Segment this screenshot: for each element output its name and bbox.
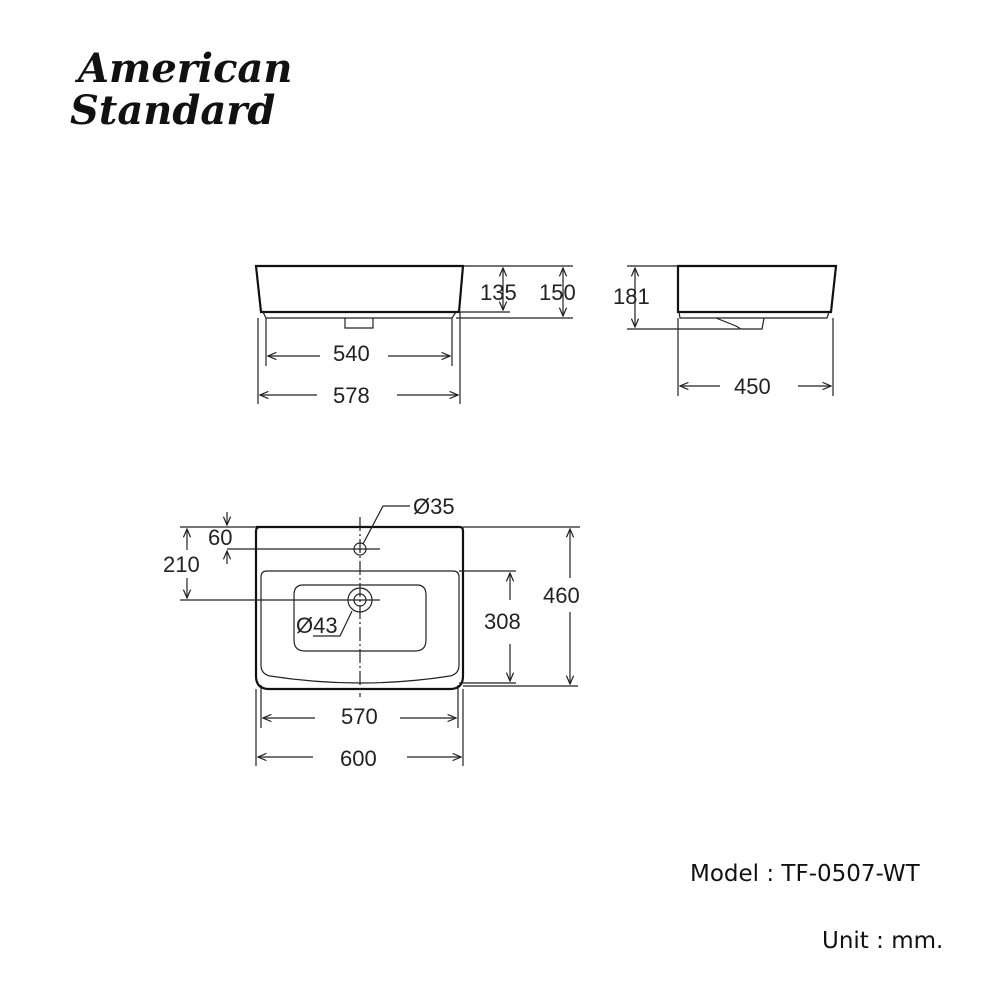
dim-basin-depth: 308 [484, 609, 521, 634]
brand-line-1: American [74, 45, 292, 92]
dim-total-depth: 460 [543, 583, 580, 608]
brand-logo: American Standard [70, 45, 292, 134]
dim-side-height: 181 [613, 284, 650, 309]
top-view: 60 210 Ø35 Ø43 308 460 570 600 [163, 494, 580, 771]
dim-tap-offset: 60 [208, 525, 232, 550]
unit-label: Unit : mm. [822, 928, 943, 954]
dim-height-total: 150 [539, 280, 576, 305]
dim-width-base: 540 [333, 341, 370, 366]
front-view: 135 150 540 578 [254, 264, 576, 408]
model-label: Model : TF-0507-WT [690, 861, 921, 887]
dim-drain-diameter: Ø43 [296, 613, 338, 638]
dim-total-width: 600 [340, 746, 377, 771]
dim-basin-width: 570 [341, 704, 378, 729]
dim-tap-diameter: Ø35 [413, 494, 455, 519]
brand-line-2: Standard [70, 87, 275, 134]
dim-side-depth: 450 [734, 374, 771, 399]
dim-width-total: 578 [333, 383, 370, 408]
dim-drain-offset: 210 [163, 552, 200, 577]
side-view: 181 450 [613, 264, 838, 399]
dim-height-inner: 135 [480, 280, 517, 305]
